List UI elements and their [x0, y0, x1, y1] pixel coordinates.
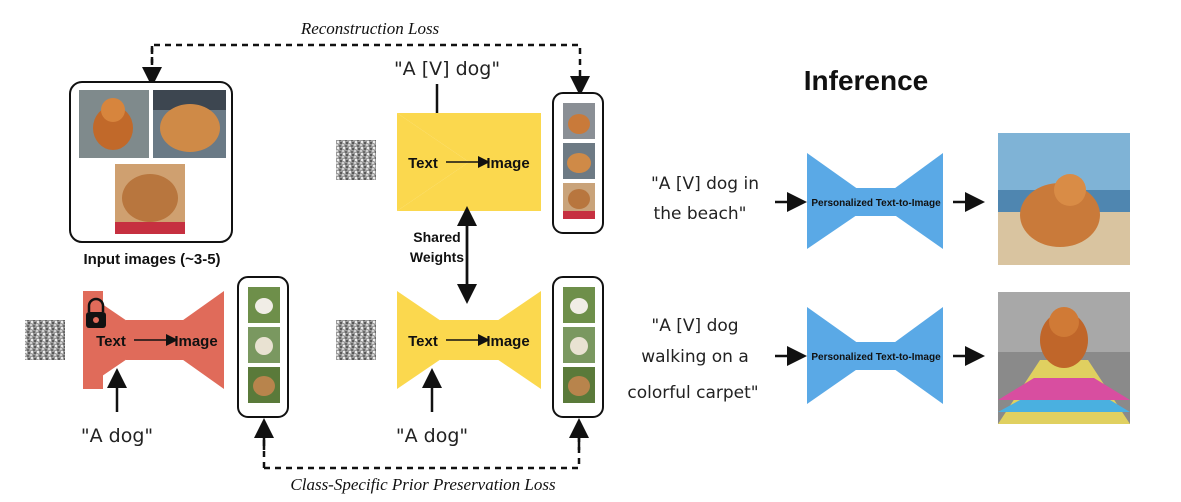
noise-input-bottom-left: [25, 320, 65, 360]
noise-input-bottom-middle: [336, 320, 376, 360]
noise-input-top: [336, 140, 376, 180]
frozen-model-image-label: Image: [174, 333, 217, 350]
input-image-1: [79, 90, 149, 158]
prompt-top: "A [V] dog": [394, 58, 500, 80]
inference-prompt-1-line-2: the beach": [654, 204, 747, 224]
shared-weights-label-1: Shared: [413, 229, 460, 245]
reconstruction-loss-label: Reconstruction Loss: [300, 19, 440, 38]
frozen-model-text-label: Text: [96, 333, 126, 350]
inference-model-2-label: Personalized Text-to-Image: [811, 352, 941, 363]
prompt-bottom-middle: "A dog": [396, 425, 468, 447]
prompt-bottom-left: "A dog": [81, 425, 153, 447]
prior-preservation-loss-label: Class-Specific Prior Preservation Loss: [290, 475, 556, 494]
inference-prompt-2-line-1: "A [V] dog: [651, 316, 738, 336]
reconstruction-loss-arrow: [150, 43, 590, 96]
input-image-3: [115, 164, 185, 234]
inference-prompt-2-line-3: colorful carpet": [627, 383, 758, 403]
inference-prompt-1-line-1: "A [V] dog in: [651, 174, 759, 194]
inference-title: Inference: [804, 65, 929, 96]
finetuned-model-bottom: [397, 291, 469, 389]
inference-output-beach: [998, 133, 1130, 265]
model-bottom-text-label: Text: [408, 333, 438, 350]
shared-weights-label-2: Weights: [410, 249, 464, 265]
input-image-2: [153, 90, 226, 158]
lock-icon: [86, 297, 106, 328]
model-bottom-image-label: Image: [486, 333, 529, 350]
inference-prompt-2-line-2: walking on a: [641, 347, 749, 367]
inference-model-1-label: Personalized Text-to-Image: [811, 198, 941, 209]
model-top-text-label: Text: [408, 155, 438, 172]
model-top-image-label: Image: [486, 155, 529, 172]
inference-output-carpet: [998, 292, 1130, 424]
input-images-label: Input images (~3-5): [83, 251, 220, 268]
